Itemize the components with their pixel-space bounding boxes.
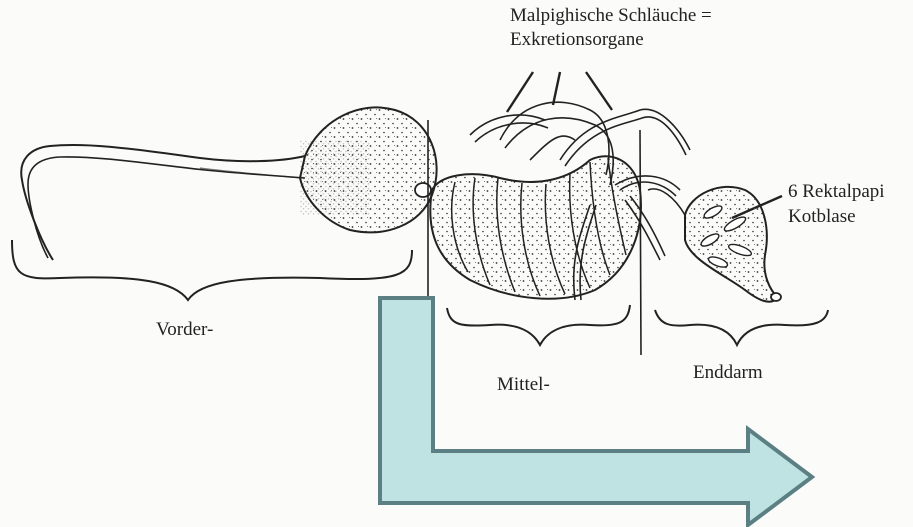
foregut-hook-inner [28, 157, 305, 258]
anus [771, 293, 781, 301]
label-mittel: Mittel- [497, 374, 550, 396]
brace-vorder [12, 240, 412, 300]
label-malpighi-line1: Malpighische Schläuche = [510, 5, 712, 27]
label-rektal-line2: Kotblase [788, 206, 856, 228]
brace-enddarm [655, 310, 828, 345]
label-malpighi-line2: Exkretionsorgane [510, 29, 644, 51]
label-rektal-line1: 6 Rektalpapi [788, 181, 885, 203]
midgut-drawing [430, 156, 641, 298]
midgut-outline [430, 156, 641, 298]
divider-mittel-end [640, 130, 641, 355]
foregut-hook [21, 145, 305, 260]
label-vorder: Vorder- [156, 319, 213, 341]
brace-mittel [447, 305, 630, 345]
foregut-drawing [21, 107, 436, 260]
label-enddarm: Enddarm [693, 362, 763, 384]
